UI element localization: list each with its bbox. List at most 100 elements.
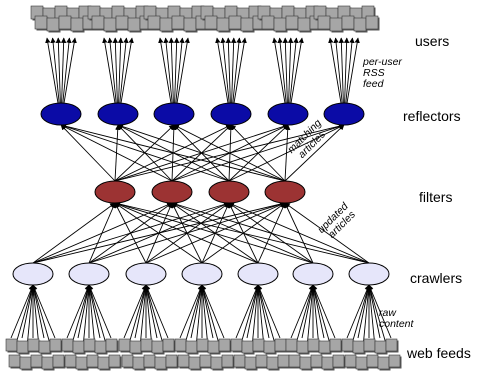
box [196, 338, 209, 352]
arrow [179, 284, 203, 339]
annotation-line: raw [379, 307, 396, 319]
box [230, 338, 243, 352]
box [365, 15, 379, 30]
arrow [200, 284, 214, 339]
filter-node [94, 180, 136, 204]
box [352, 340, 365, 354]
box [8, 354, 21, 368]
box [72, 340, 85, 354]
arrow [175, 37, 185, 104]
crawler-node [181, 262, 223, 286]
box [127, 17, 141, 32]
arrow [50, 37, 60, 104]
box [355, 356, 368, 370]
arrow [134, 284, 148, 339]
box [261, 15, 275, 30]
arrow [289, 37, 299, 104]
box [363, 338, 376, 352]
filter-node [151, 180, 193, 204]
arrow [230, 37, 237, 104]
arrow [143, 284, 152, 343]
arrow [88, 202, 116, 264]
arrow [114, 201, 370, 264]
reflector-node [97, 102, 139, 126]
box [244, 356, 257, 370]
box [103, 17, 117, 32]
arrow [30, 284, 39, 343]
box [240, 17, 254, 32]
arrow [255, 284, 264, 343]
arrow [246, 284, 260, 339]
arrow [114, 202, 259, 264]
box [177, 354, 190, 368]
arrow [173, 37, 180, 104]
box [34, 15, 48, 30]
box [91, 15, 105, 30]
arrow [87, 284, 101, 339]
arrow [343, 37, 350, 104]
arrow [144, 284, 158, 339]
box [162, 338, 175, 352]
arrow [282, 37, 289, 104]
arrow [346, 284, 370, 339]
box [233, 354, 246, 368]
arrow [119, 37, 129, 104]
arrow [277, 37, 287, 104]
arrow [144, 284, 163, 343]
arrow [284, 202, 370, 264]
arrow [257, 284, 281, 339]
box [318, 340, 331, 354]
box [140, 338, 153, 352]
box [171, 15, 185, 30]
arrow [168, 37, 175, 104]
arrow [201, 284, 225, 339]
arrow [311, 284, 330, 343]
box [174, 338, 187, 352]
annotation-line: RSS [363, 67, 385, 79]
box [19, 356, 32, 370]
arrow [287, 37, 294, 104]
arrow [196, 284, 205, 343]
arrow [77, 284, 91, 339]
arrow [21, 284, 35, 339]
box [16, 340, 29, 354]
box [388, 354, 401, 368]
nodes [12, 102, 390, 286]
box [52, 354, 65, 368]
arrow [27, 284, 36, 343]
arrow [366, 284, 375, 343]
reflector-node [210, 102, 252, 126]
box [321, 356, 334, 370]
box [147, 15, 161, 30]
arrow [199, 284, 208, 343]
arrow [102, 37, 116, 104]
arrow [367, 284, 381, 339]
box [307, 338, 320, 352]
box [118, 338, 131, 352]
annotation-line: feed [363, 78, 384, 90]
arrow [45, 37, 59, 104]
arrow [55, 37, 62, 104]
box [121, 354, 134, 368]
box [132, 356, 145, 370]
arrow [114, 201, 314, 264]
arrow [232, 37, 242, 104]
box [374, 340, 387, 354]
box [151, 340, 164, 354]
box [49, 338, 62, 352]
arrow [62, 37, 72, 104]
arrow [72, 284, 91, 343]
arrow [284, 124, 345, 182]
arrow [163, 37, 173, 104]
box [297, 17, 311, 32]
arrow [256, 284, 275, 343]
crawler-node [12, 262, 54, 286]
arrow [368, 284, 392, 339]
box [199, 354, 212, 368]
box [285, 15, 299, 30]
box [218, 338, 231, 352]
box [329, 338, 342, 352]
box [228, 15, 242, 30]
arrow [284, 124, 291, 182]
